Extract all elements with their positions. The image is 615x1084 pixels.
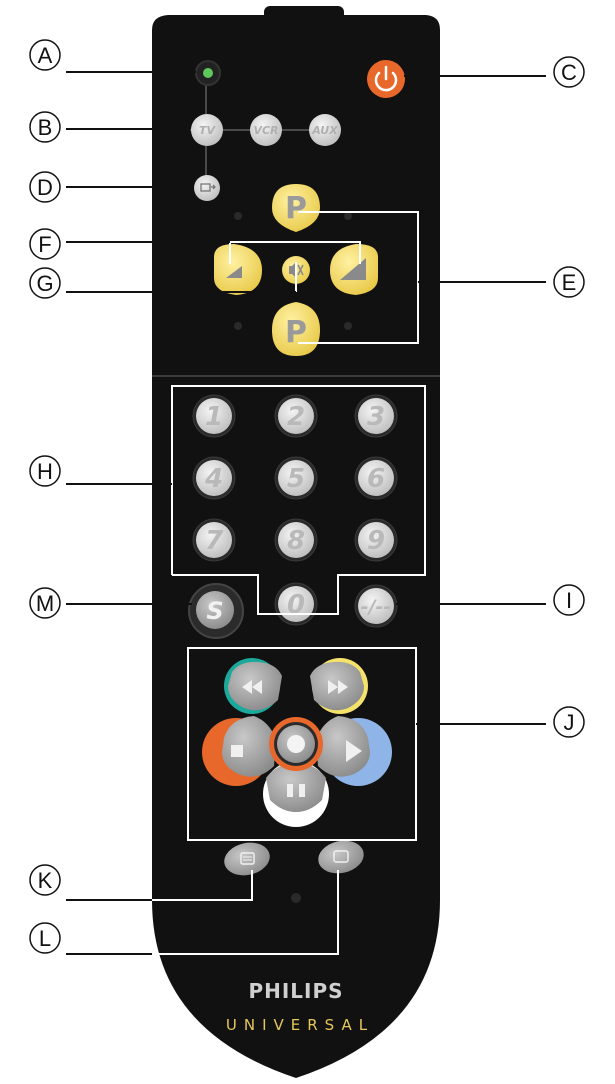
rewind-icon (242, 680, 262, 694)
top-section: TV VCR AUX (190, 60, 405, 201)
teletext-icon (240, 852, 255, 865)
teletext-button[interactable] (221, 839, 273, 880)
input-icon (200, 183, 211, 192)
input-select-button[interactable] (194, 175, 220, 201)
callout-a: A (29, 39, 61, 71)
key-5-button[interactable]: 5 (274, 456, 318, 500)
key-1-button[interactable]: 1 (192, 394, 236, 438)
callout-f: F (29, 228, 61, 260)
callout-b: B (29, 111, 61, 143)
key-0-label: 0 (287, 590, 305, 620)
mute-icon (289, 262, 296, 278)
key-1-label: 1 (205, 402, 223, 432)
callout-g-label: G (36, 271, 53, 296)
power-button[interactable] (367, 60, 405, 98)
program-up-button[interactable]: P (272, 184, 320, 232)
power-icon (374, 71, 398, 92)
callout-b-label: B (38, 115, 53, 140)
transport-cluster (202, 658, 392, 827)
screen-button[interactable] (315, 837, 367, 878)
key-8-button[interactable]: 8 (274, 518, 318, 562)
brand-subtitle: UNIVERSAL (226, 1016, 374, 1034)
callout-d: D (29, 171, 61, 203)
stop-button[interactable] (222, 716, 276, 777)
aux-label: AUX (311, 124, 338, 137)
callout-lines-light (66, 211, 426, 955)
vcr-label: VCR (253, 124, 278, 137)
stop-icon (231, 745, 243, 757)
callout-j-label: J (564, 710, 575, 735)
callout-k: K (29, 864, 61, 896)
key-7-label: 7 (205, 526, 224, 556)
program-up-label: P (285, 191, 307, 226)
callout-h-label: H (37, 459, 53, 484)
pause-button[interactable] (266, 762, 326, 812)
brand-name: PHILIPS (248, 979, 343, 1003)
callout-c-label: C (561, 60, 577, 85)
key-6-label: 6 (367, 464, 385, 494)
rewind-button[interactable] (228, 661, 282, 711)
key-0-button[interactable]: 0 (274, 582, 318, 626)
callout-e-label: E (562, 270, 577, 295)
number-keypad: 1 2 3 4 5 6 7 8 9 0 (192, 394, 398, 626)
tv-button[interactable]: TV (191, 114, 223, 146)
volume-down-icon (226, 266, 242, 278)
callout-g: G (29, 267, 61, 299)
screen-icon (333, 850, 349, 863)
play-icon (346, 740, 362, 762)
vcr-button[interactable]: VCR (250, 114, 282, 146)
callout-labels: A B D F G H M K L C E I J (29, 39, 585, 954)
fast-forward-icon (328, 680, 348, 694)
pause-icon (287, 784, 293, 797)
key-3-label: 3 (367, 402, 385, 432)
callout-lines (66, 71, 546, 955)
key-6-button[interactable]: 6 (354, 456, 398, 500)
key-7-button[interactable]: 7 (192, 518, 236, 562)
callout-a-label: A (38, 43, 53, 68)
fast-forward-button[interactable] (310, 661, 364, 711)
callout-m-label: M (36, 591, 54, 616)
dash-label: -/-- (361, 596, 392, 618)
play-button[interactable] (316, 716, 370, 777)
callout-e: E (553, 266, 585, 298)
program-down-button[interactable]: P (272, 302, 320, 356)
callout-f-label: F (38, 232, 51, 257)
key-8-label: 8 (287, 526, 305, 556)
sensor-dot (291, 893, 301, 903)
callout-i: I (553, 584, 585, 616)
tv-label: TV (199, 124, 217, 137)
key-2-button[interactable]: 2 (274, 394, 318, 438)
callout-l: L (29, 922, 61, 954)
aux-button[interactable]: AUX (309, 114, 341, 146)
callout-h: H (29, 455, 61, 487)
callout-l-label: L (39, 926, 51, 951)
callout-d-label: D (37, 175, 53, 200)
divider (152, 375, 440, 377)
volume-down-button[interactable] (214, 244, 262, 295)
key-9-label: 9 (367, 526, 385, 556)
callout-j: J (553, 706, 585, 738)
key-3-button[interactable]: 3 (354, 394, 398, 438)
key-2-label: 2 (287, 402, 305, 432)
key-4-button[interactable]: 4 (192, 456, 236, 500)
callout-c: C (553, 56, 585, 88)
callout-k-label: K (38, 868, 53, 893)
key-5-label: 5 (287, 464, 305, 494)
smart-button[interactable]: S (188, 583, 244, 639)
record-button[interactable] (269, 717, 323, 771)
key-4-label: 4 (204, 464, 223, 494)
record-icon (287, 735, 305, 753)
program-down-label: P (285, 315, 307, 350)
callout-m: M (29, 587, 61, 619)
key-9-button[interactable]: 9 (354, 518, 398, 562)
led-green-icon (203, 68, 213, 78)
nav-cluster: P P (214, 184, 378, 356)
dash-button[interactable]: -/-- (354, 584, 398, 628)
callout-i-label: I (566, 588, 572, 613)
smart-label: S (206, 597, 223, 625)
